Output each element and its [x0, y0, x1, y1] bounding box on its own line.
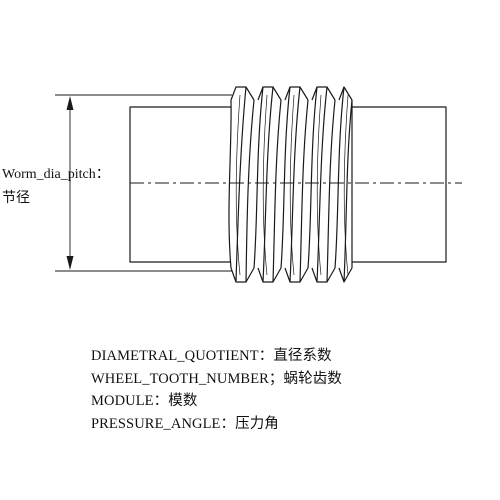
- legend-value: 压力角: [235, 415, 279, 432]
- pitch-diameter-label: Worm_dia_pitch：: [2, 167, 110, 182]
- arrowhead-bottom: [66, 256, 74, 270]
- legend-value: 蜗轮齿数: [283, 370, 342, 387]
- thread-flanks: [228, 86, 353, 283]
- thread-crests-bottom: [230, 267, 353, 283]
- legend-item-wheel-tooth-number: WHEEL_TOOTH_NUMBER；蜗轮齿数: [91, 368, 342, 391]
- parameter-legend: DIAMETRAL_QUOTIENT：直径系数 WHEEL_TOOTH_NUMB…: [91, 345, 342, 435]
- legend-value: 直径系数: [273, 348, 332, 364]
- arrowhead-top: [66, 96, 74, 110]
- thread-crests-top: [230, 86, 353, 101]
- legend-item-module: MODULE：模数: [91, 390, 342, 413]
- legend-item-diametral-quotient: DIAMETRAL_QUOTIENT：直径系数: [91, 345, 342, 368]
- thread-hatching: [235, 94, 349, 276]
- legend-key: PRESSURE_ANGLE：: [91, 415, 236, 432]
- pitch-diameter-label-cn: 节径: [2, 191, 30, 206]
- legend-key: WHEEL_TOOTH_NUMBER；: [91, 370, 284, 387]
- right-shaft: [352, 106, 447, 263]
- legend-item-pressure-angle: PRESSURE_ANGLE：压力角: [91, 413, 342, 436]
- legend-value: 模数: [168, 393, 198, 409]
- legend-key: MODULE：: [91, 393, 169, 409]
- legend-key: DIAMETRAL_QUOTIENT：: [91, 348, 274, 364]
- left-shaft: [129, 106, 231, 263]
